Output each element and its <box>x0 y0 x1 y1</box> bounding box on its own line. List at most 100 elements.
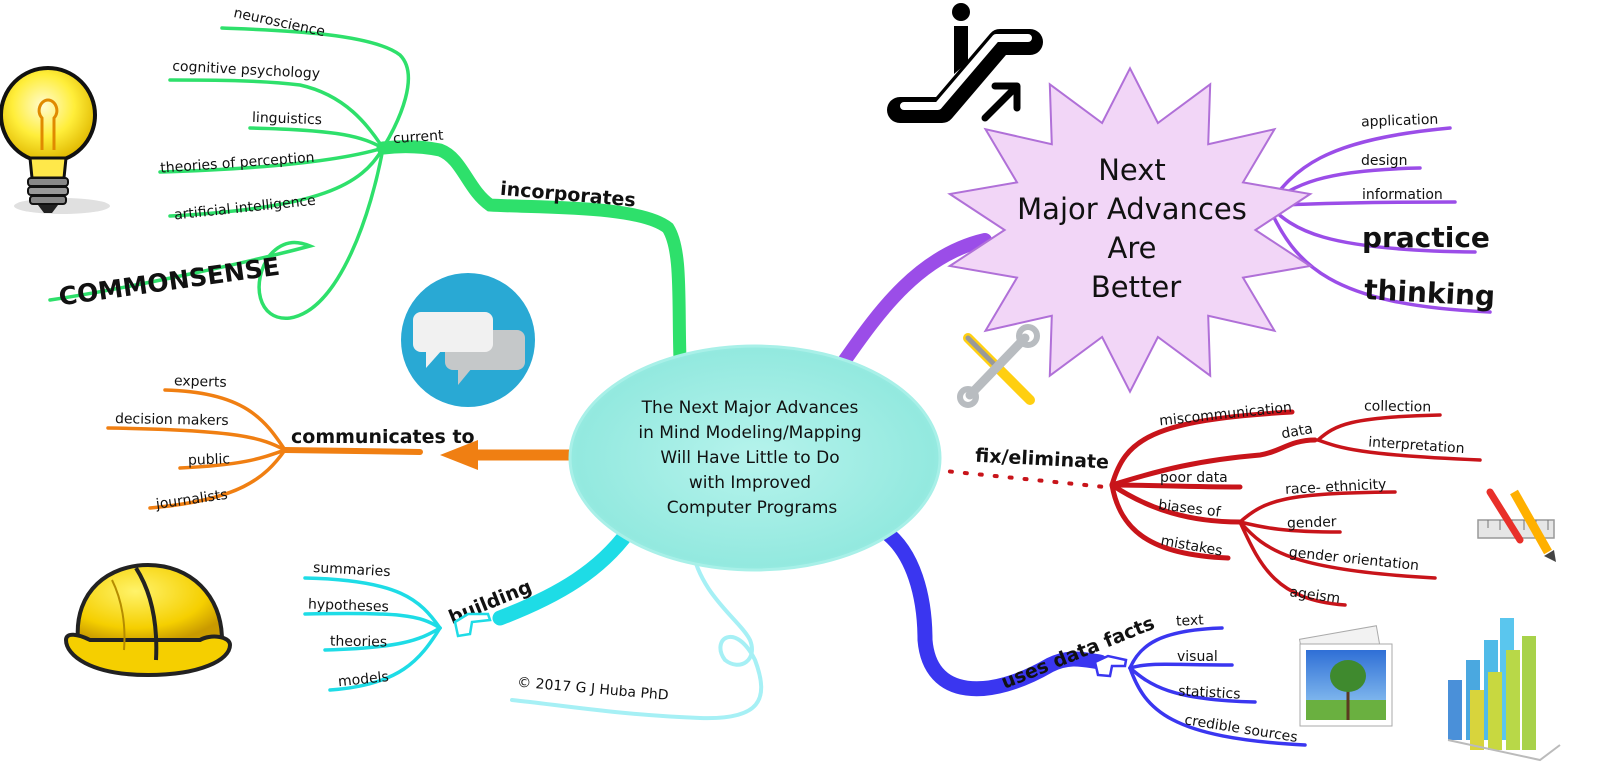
current-to-commonsense <box>48 146 385 320</box>
decision-makers-label: decision makers <box>115 411 229 429</box>
biases-to-gender <box>1238 520 1342 534</box>
gender-label: gender <box>1287 514 1337 532</box>
credible-sources-label: credible sources <box>1183 712 1298 746</box>
center-line-3: Will Have Little to Do <box>660 448 839 468</box>
miscommunication-label: miscommunication <box>1159 400 1293 430</box>
center-line-5: Computer Programs <box>667 498 838 518</box>
incorporates-branch <box>48 26 687 367</box>
communicates-to-experts <box>163 388 287 452</box>
bar-chart-3d-icon <box>1447 618 1561 762</box>
building-to-models <box>328 626 442 692</box>
interpretation-label: interpretation <box>1368 434 1465 457</box>
race-ethnicity-label: race- ethnicity <box>1285 477 1387 498</box>
models-label: models <box>337 669 389 690</box>
fix-to-miscommunication <box>1109 409 1295 488</box>
central-topic[interactable]: The Next Major Advances in Mind Modeling… <box>568 344 942 572</box>
building-trunk <box>492 524 636 626</box>
uses-trunk <box>872 520 1108 697</box>
communicates-to-decision-makers <box>106 426 287 452</box>
hard-hat-icon <box>63 562 233 678</box>
uses-to-credible-sources <box>1128 666 1307 747</box>
star-line-1: Next <box>1098 153 1166 187</box>
commonsense-label: COMMONSENSE <box>57 252 281 312</box>
current-to-perception <box>158 146 385 174</box>
chat-bubbles-icon <box>401 273 535 407</box>
uses-to-visual <box>1128 662 1234 670</box>
incorporates-trunk <box>376 140 687 367</box>
pencil-ruler-icon <box>1477 488 1556 562</box>
cognitive-psychology-label: cognitive psychology <box>172 58 321 82</box>
ageism-label: ageism <box>1289 584 1342 607</box>
center-line-2: in Mind Modeling/Mapping <box>638 423 861 443</box>
uses-to-statistics <box>1128 666 1257 704</box>
fix-to-data <box>1109 437 1318 488</box>
information-label: information <box>1362 187 1443 203</box>
building-to-summaries <box>303 576 442 630</box>
linguistics-label: linguistics <box>252 110 322 128</box>
collection-label: collection <box>1364 398 1431 415</box>
biases-to-gender-orientation <box>1238 520 1437 580</box>
star-line-2: Major Advances <box>1017 192 1247 226</box>
neuroscience-label: neuroscience <box>232 5 326 40</box>
biases-to-ageism <box>1238 520 1347 607</box>
theories-of-perception-label: theories of perception <box>160 150 315 177</box>
current-to-linguistics <box>248 126 385 150</box>
practice-label: practice <box>1362 221 1490 254</box>
biases-to-race <box>1238 490 1397 524</box>
application-label: application <box>1361 112 1439 131</box>
fix-branch <box>1109 409 1482 607</box>
journalists-label: journalists <box>154 487 229 513</box>
hypotheses-label: hypotheses <box>308 597 389 616</box>
star-line-4: Better <box>1091 270 1181 304</box>
data-to-collection <box>1316 413 1442 442</box>
uses-to-text <box>1128 626 1224 670</box>
data-to-interpretation <box>1316 438 1482 462</box>
current-to-cognitive <box>168 78 385 150</box>
center-line-1: The Next Major Advances <box>641 398 859 418</box>
building-to-theories <box>323 626 442 652</box>
communicates-arrow-head <box>440 440 478 470</box>
theories-label: theories <box>330 633 387 650</box>
communicates-to-journalists <box>148 448 287 510</box>
communicates-label: communicates to <box>291 426 475 448</box>
building-branch <box>303 524 764 721</box>
public-label: public <box>188 451 231 468</box>
visual-label: visual <box>1177 649 1218 665</box>
statistics-label: statistics <box>1178 683 1241 702</box>
communicates-trunk <box>282 447 423 455</box>
fix-to-mistakes <box>1109 482 1231 561</box>
artificial-intelligence-label: artificial intelligence <box>173 193 316 224</box>
tools-icon <box>957 324 1040 408</box>
thinking-label: thinking <box>1363 273 1496 313</box>
text-label: text <box>1176 612 1205 629</box>
fix-to-poor-data <box>1109 482 1243 490</box>
biases-label: biases of <box>1157 497 1222 521</box>
building-to-hypotheses <box>303 611 442 630</box>
current-to-neuroscience <box>220 26 411 150</box>
copyright-label: © 2017 G J Huba PhD <box>517 675 670 704</box>
summaries-label: summaries <box>313 560 391 580</box>
uses-branch <box>872 520 1307 747</box>
lightbulb-icon <box>0 66 110 214</box>
star-shape <box>947 66 1313 394</box>
data-label: data <box>1280 421 1314 442</box>
poor-data-label: poor data <box>1160 470 1228 486</box>
experts-label: experts <box>174 373 227 391</box>
pointing-hand-icon <box>1093 654 1128 678</box>
center-line-4: with Improved <box>689 473 811 493</box>
copyright-loop <box>510 546 764 721</box>
current-to-ai <box>168 146 385 218</box>
fix-to-biases <box>1109 482 1243 525</box>
design-label: design <box>1361 153 1407 169</box>
star-topic[interactable]: Next Major Advances Are Better <box>947 66 1313 394</box>
better-to-thinking <box>1266 203 1492 314</box>
fix-label: fix/eliminate <box>975 445 1110 474</box>
fix-dotted-line <box>933 468 1107 489</box>
current-label: current <box>392 128 444 148</box>
escalator-icon <box>887 3 1043 123</box>
photo-icon <box>1298 625 1393 727</box>
better-trunk <box>838 233 992 367</box>
star-line-3: Are <box>1108 231 1157 265</box>
communicates-to-public <box>178 448 287 470</box>
